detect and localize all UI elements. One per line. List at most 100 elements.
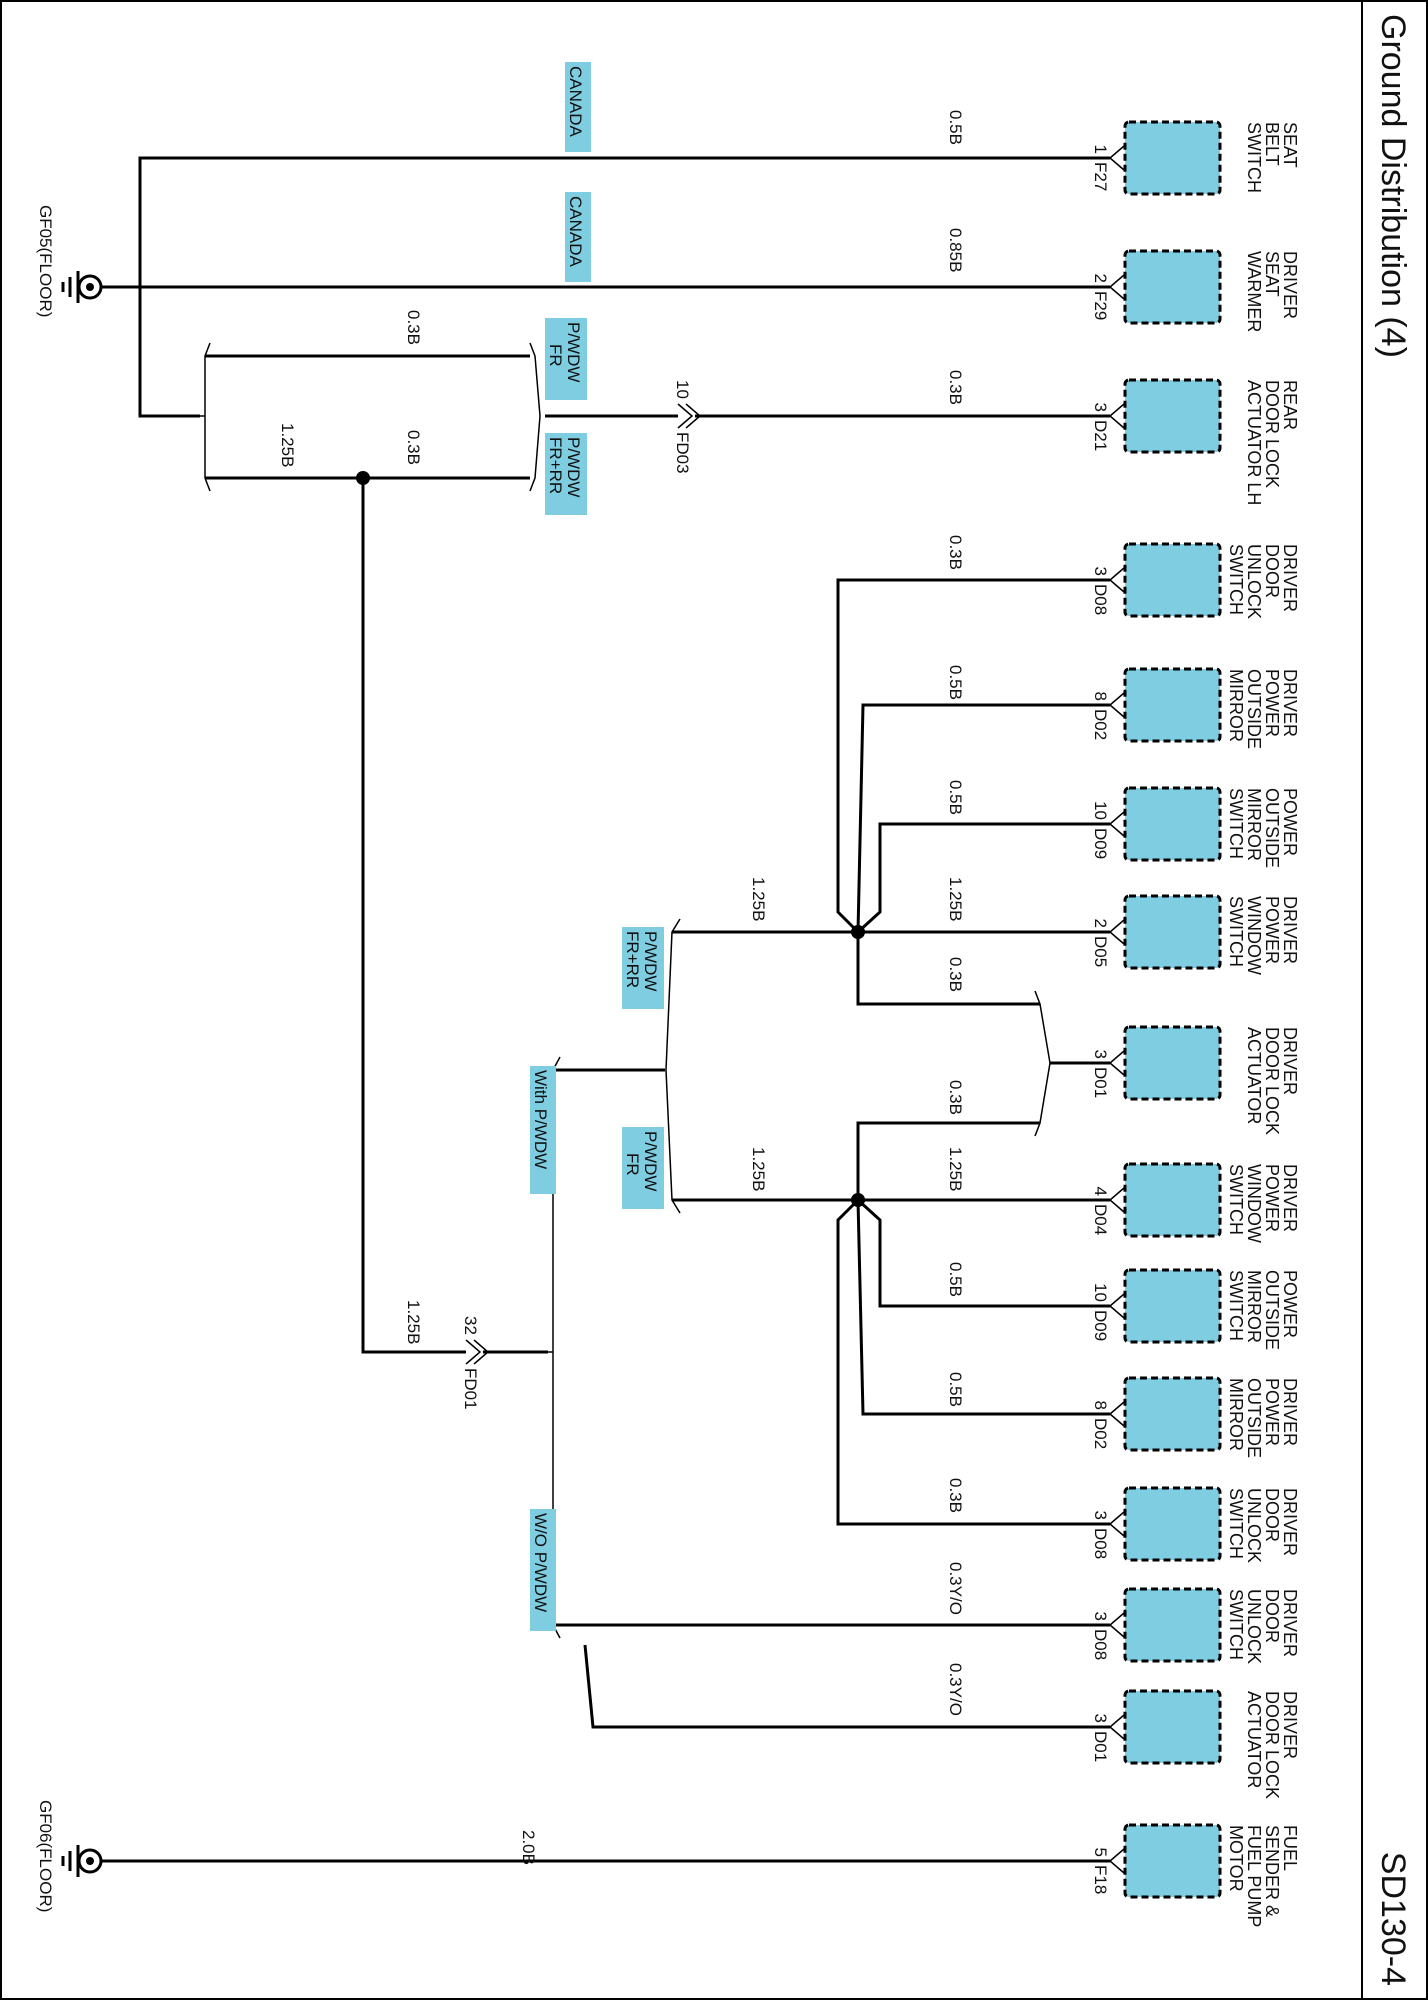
wire-label: 1.25B [404, 1300, 423, 1344]
component-name-line: DOOR LOCK [1262, 380, 1282, 488]
component-name-line: DRIVER [1280, 1488, 1300, 1556]
option-brackets [200, 342, 1051, 1639]
pin-number: 4 [1091, 1187, 1110, 1196]
bracket [200, 342, 211, 492]
ground-gf05 [61, 271, 103, 303]
component-name-line: SEAT [1262, 251, 1282, 297]
option-label: P/WDW [641, 931, 660, 991]
component-name-line: BELT [1262, 122, 1282, 166]
wire-unlock-sw-2 [836, 1198, 1110, 1526]
page-code: SD130-4 [1374, 1852, 1412, 1986]
wire-label: 0.3B [946, 1478, 965, 1513]
component-name-line: SWITCH [1226, 1164, 1246, 1235]
connector-id: D09 [1091, 1310, 1110, 1341]
inline-connector-fd01: 32 FD01 [461, 1316, 490, 1410]
wire-mirror-sw-1 [856, 822, 1110, 934]
bracket [665, 918, 681, 1214]
component-name-line: DRIVER [1280, 1589, 1300, 1657]
pin-number: 3 [1091, 1714, 1110, 1723]
wire-label: 0.3B [946, 1080, 965, 1115]
component-name-line: DOOR LOCK [1262, 1027, 1282, 1135]
pin-connector [1108, 1401, 1125, 1427]
svg-text:FD01: FD01 [461, 1368, 480, 1410]
wire-label: 0.3B [946, 957, 965, 992]
wire-label: 2.0B [519, 1830, 538, 1865]
option-label: FR+RR [546, 437, 565, 494]
pin-connector [1108, 1293, 1125, 1319]
component-name-line: MIRROR [1226, 1378, 1246, 1451]
component-name-line: SWITCH [1226, 1488, 1246, 1559]
component-name-line: WINDOW [1244, 1164, 1264, 1243]
option-labels: CANADA CANADA P/WDW FR P/WDW FR+RR P/WDW… [530, 62, 664, 1631]
component-name-line: DOOR [1262, 544, 1282, 598]
component-name-line: DRIVER [1280, 896, 1300, 964]
option-box [545, 433, 587, 515]
component-box [1123, 1268, 1222, 1344]
component-name-line: SWITCH [1226, 788, 1246, 859]
component-name-line: UNLOCK [1244, 544, 1264, 619]
component-name-line: POWER [1280, 1270, 1300, 1338]
component-box [1123, 786, 1222, 862]
component-box [1123, 1486, 1222, 1562]
pin-number: 10 [1091, 801, 1110, 820]
option-label: P/WDW [564, 437, 583, 497]
component-name-line: DOOR [1262, 1488, 1282, 1542]
wire-label: 0.5B [946, 665, 965, 700]
ground-gf06 [61, 1845, 103, 1877]
component-name-line: DOOR [1262, 1589, 1282, 1643]
wire-label: 0.5B [946, 780, 965, 815]
component-name-line: DRIVER [1280, 1164, 1300, 1232]
component-box [1123, 667, 1222, 743]
component-name-line: UNLOCK [1244, 1589, 1264, 1664]
wire-wo-pwdw-2 [583, 1644, 1110, 1729]
component-name-line: REAR [1280, 380, 1300, 430]
wire-to-pwdw-split [100, 285, 200, 418]
pin-number: 3 [1091, 1612, 1110, 1621]
pin-connector [1108, 274, 1125, 300]
wire-labels: 0.5B 0.85B 0.3B 0.3B 0.5B 0.5B 1.25B 0.3… [278, 110, 965, 1865]
connector-id: F18 [1091, 1865, 1110, 1894]
svg-text:32: 32 [461, 1316, 480, 1335]
wire-label: 1.25B [749, 877, 768, 921]
option-label: CANADA [566, 66, 585, 138]
option-box [622, 1127, 664, 1209]
connector-id: F29 [1091, 291, 1110, 320]
component-name-line: OUTSIDE [1262, 1270, 1282, 1350]
component-name-line: POWER [1262, 1378, 1282, 1446]
wire-label: 0.3B [946, 535, 965, 570]
pin-connector [1108, 1612, 1125, 1638]
wires [100, 156, 1110, 1863]
option-label: CANADA [566, 196, 585, 268]
option-box [565, 192, 591, 282]
component-box [1123, 1376, 1222, 1452]
pin-number: 1 [1091, 145, 1110, 154]
component-name-line: MOTOR [1226, 1825, 1246, 1892]
splice-dot [851, 1193, 865, 1207]
wire-label: 0.3B [946, 370, 965, 405]
component-box [1123, 1823, 1222, 1899]
pin-number: 8 [1091, 692, 1110, 701]
component-name-line: SWITCH [1226, 544, 1246, 615]
svg-text:FD03: FD03 [673, 432, 692, 474]
wire-door-act-1b [856, 1121, 1040, 1200]
component-name-line: SWITCH [1226, 896, 1246, 967]
component-name-line: POWER [1262, 1164, 1282, 1232]
component-name-line: WARMER [1244, 251, 1264, 332]
component-name-line: SENDER & [1262, 1825, 1282, 1917]
component-name-line: SWITCH [1244, 122, 1264, 193]
component-name-line: DRIVER [1280, 1378, 1300, 1446]
component-box [1123, 894, 1222, 970]
option-label: With P/WDW [531, 1070, 550, 1169]
component-box [1123, 120, 1222, 196]
component-name-line: ACTUATOR [1244, 1027, 1264, 1124]
component-box [1123, 1025, 1222, 1101]
